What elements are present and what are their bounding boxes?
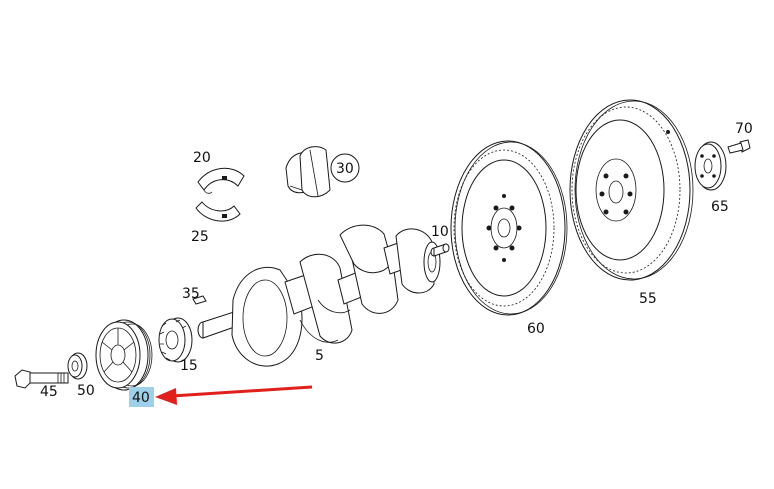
label-part-30[interactable]: 30 <box>336 161 354 177</box>
label-part-35[interactable]: 35 <box>182 286 200 302</box>
label-part-50[interactable]: 50 <box>77 383 95 399</box>
part-30-thrust-bearing[interactable] <box>285 146 331 198</box>
part-60-flywheel[interactable] <box>450 140 568 316</box>
label-part-55[interactable]: 55 <box>639 291 657 307</box>
part-40-pulley[interactable] <box>95 319 153 391</box>
part-25-lower-bearing-shell[interactable] <box>195 201 241 222</box>
label-part-45[interactable]: 45 <box>40 384 58 400</box>
part-5-crankshaft[interactable] <box>197 224 441 367</box>
label-part-40[interactable]: 40 <box>132 390 150 406</box>
part-45-bolt[interactable] <box>14 369 69 389</box>
part-10-pin[interactable] <box>430 243 450 257</box>
highlight-box-40 <box>129 387 154 407</box>
part-55-flywheel-ring-gear[interactable] <box>569 99 694 281</box>
callout-circle-30 <box>330 153 360 183</box>
part-70-screw[interactable] <box>727 139 751 154</box>
part-50-washer[interactable] <box>67 352 88 380</box>
part-65-plate[interactable] <box>694 141 727 191</box>
part-20-upper-bearing-shell[interactable] <box>197 167 245 194</box>
label-part-60[interactable]: 60 <box>527 321 545 337</box>
label-part-25[interactable]: 25 <box>191 229 209 245</box>
label-part-15[interactable]: 15 <box>180 358 198 374</box>
callout-arrow <box>155 385 313 405</box>
label-part-20[interactable]: 20 <box>193 150 211 166</box>
label-part-5[interactable]: 5 <box>315 348 324 364</box>
part-15-sprocket[interactable] <box>158 317 193 363</box>
label-part-70[interactable]: 70 <box>735 121 753 137</box>
label-part-65[interactable]: 65 <box>711 199 729 215</box>
part-35-key[interactable] <box>192 295 207 305</box>
label-part-10[interactable]: 10 <box>431 224 449 240</box>
